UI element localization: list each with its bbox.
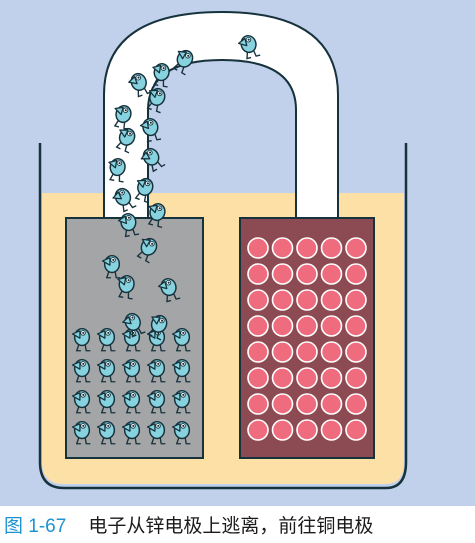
copper-atom-icon: [271, 263, 294, 285]
copper-atom-icon: [320, 367, 343, 389]
copper-atom-icon: [320, 419, 343, 441]
beaker-outline: [38, 143, 408, 490]
copper-atom-icon: [271, 419, 294, 441]
figure-number: 图 1-67: [4, 516, 67, 537]
copper-atom-icon: [271, 289, 294, 311]
copper-atom-icon: [247, 419, 269, 441]
copper-atom-icon: [345, 289, 367, 311]
copper-atom-icon: [296, 263, 318, 285]
copper-atom-icon: [247, 289, 269, 311]
copper-atom-icon: [296, 237, 318, 259]
figure-caption-text: 电子从锌电极上逃离，前往铜电极: [88, 515, 374, 537]
copper-atom-icon: [296, 289, 318, 311]
copper-atom-icon: [247, 393, 269, 415]
copper-atom-icon: [345, 419, 367, 441]
copper-atom-icon: [271, 393, 294, 415]
copper-atom-icon: [320, 237, 343, 259]
copper-atom-icon: [247, 341, 269, 363]
copper-atom-icon: [247, 263, 269, 285]
galvanic-cell-diagram: [38, 10, 408, 490]
copper-atom-icon: [320, 315, 343, 337]
copper-atom-icon: [320, 393, 343, 415]
diagram-panel: [0, 0, 475, 506]
copper-atom-icon: [345, 263, 367, 285]
copper-atom-icon: [345, 393, 367, 415]
copper-atom-icon: [271, 237, 294, 259]
copper-atom-icon: [320, 263, 343, 285]
copper-atom-icon: [296, 367, 318, 389]
copper-atom-icon: [247, 315, 269, 337]
copper-atom-icon: [345, 315, 367, 337]
copper-atom-icon: [345, 367, 367, 389]
copper-atom-icon: [296, 393, 318, 415]
copper-atom-icon: [271, 367, 294, 389]
copper-atom-icon: [345, 341, 367, 363]
copper-atom-icon: [296, 341, 318, 363]
copper-atom-icon: [271, 341, 294, 363]
copper-atom-icon: [271, 315, 294, 337]
copper-atom-icon: [296, 315, 318, 337]
copper-atom-icon: [320, 341, 343, 363]
figure-caption: 图 1-67 电子从锌电极上逃离，前往铜电极: [4, 511, 373, 541]
copper-atom-icon: [247, 367, 269, 389]
copper-atom-icon: [320, 289, 343, 311]
copper-atom-icon: [247, 237, 269, 259]
copper-atom-icon: [296, 419, 318, 441]
copper-atom-icon: [345, 237, 367, 259]
